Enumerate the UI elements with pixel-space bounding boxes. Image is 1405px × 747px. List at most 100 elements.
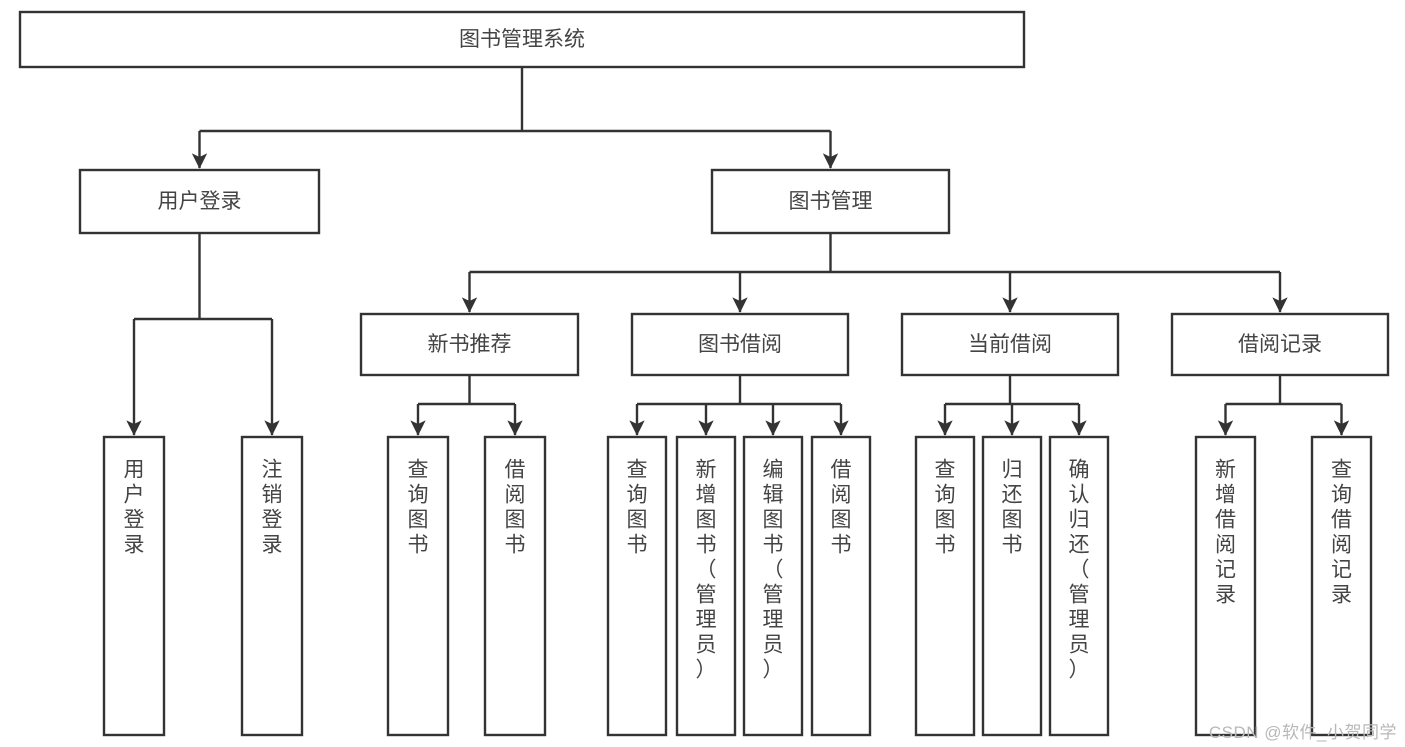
node-label-char: 销 <box>262 484 283 507</box>
node-label-char: 询 <box>408 484 429 507</box>
node-label-char: ） <box>696 659 717 682</box>
node-label-char: 书 <box>1002 534 1023 557</box>
node-label-char: 户 <box>124 484 145 507</box>
node-box[interactable] <box>630 312 850 377</box>
node-label-char: 图 <box>627 509 648 532</box>
node-label-char: 询 <box>627 484 648 507</box>
node-label-char: 登 <box>124 509 145 532</box>
node-box[interactable] <box>483 435 547 737</box>
node-label-char: 书 <box>831 534 852 557</box>
node-label-char: 阅 <box>505 484 526 507</box>
node-label-char: 理 <box>1069 609 1090 632</box>
node-label-char: 借 <box>505 459 526 482</box>
node-label-char: 管 <box>696 584 717 607</box>
node-label-char: 还 <box>1002 484 1023 507</box>
node-box[interactable] <box>78 168 321 235</box>
node-label-char: 书 <box>763 534 784 557</box>
node-label-char: 录 <box>1215 584 1236 607</box>
node-label-char: 归 <box>1002 459 1023 482</box>
node-label-char: 登 <box>262 509 283 532</box>
node-box[interactable] <box>1194 435 1257 737</box>
node-label-char: 记 <box>1331 559 1352 582</box>
node-label: 新书推荐 <box>428 333 512 356</box>
node-level2-用户登录[interactable]: 用户登录 <box>78 168 321 235</box>
node-root-图书管理系统[interactable]: 图书管理系统 <box>18 10 1026 69</box>
node-box[interactable] <box>710 168 951 235</box>
node-label: 当前借阅 <box>968 333 1052 356</box>
node-label-char: （ <box>696 559 717 582</box>
node-box[interactable] <box>914 435 976 737</box>
node-label-char: 增 <box>1215 484 1236 507</box>
node-box[interactable] <box>981 435 1043 737</box>
node-label-char: ） <box>763 659 784 682</box>
node-label: 图书借阅 <box>698 333 782 356</box>
node-label-char: 注 <box>262 459 283 482</box>
node-label-char: 认 <box>1069 484 1090 507</box>
node-label-char: 录 <box>262 534 283 557</box>
node-box[interactable] <box>606 435 668 737</box>
node-box[interactable] <box>742 435 804 737</box>
node-label: 用户登录 <box>158 190 242 213</box>
node-label-char: 理 <box>696 609 717 632</box>
node-label-char: 询 <box>935 484 956 507</box>
nodes-layer: 图书管理系统用户登录图书管理新书推荐图书借阅当前借阅借阅记录用户登录注销登录查询… <box>18 10 1390 737</box>
node-label-char: 图 <box>935 509 956 532</box>
node-label-char: 增 <box>696 484 717 507</box>
node-label-char: 图 <box>696 509 717 532</box>
node-label-char: 查 <box>627 459 648 482</box>
node-label-char: 编 <box>763 459 784 482</box>
node-label-char: 阅 <box>1215 534 1236 557</box>
node-label-char: 图 <box>1002 509 1023 532</box>
node-label-char: 录 <box>1331 584 1352 607</box>
node-box[interactable] <box>900 312 1120 377</box>
node-level3-借阅记录[interactable]: 借阅记录 <box>1170 312 1390 377</box>
node-label-char: 阅 <box>831 484 852 507</box>
node-label-char: 借 <box>1331 509 1352 532</box>
node-leaf-用户登录[interactable]: 用户登录 <box>102 435 166 737</box>
node-label-char: 借 <box>831 459 852 482</box>
node-box[interactable] <box>359 312 580 377</box>
node-box[interactable] <box>810 435 872 737</box>
node-label-char: 书 <box>505 534 526 557</box>
node-label-char: 查 <box>935 459 956 482</box>
node-level3-新书推荐[interactable]: 新书推荐 <box>359 312 580 377</box>
node-label-char: 图 <box>408 509 429 532</box>
node-label-char: 书 <box>627 534 648 557</box>
node-label-char: 询 <box>1331 484 1352 507</box>
node-box[interactable] <box>1048 435 1110 737</box>
connectors-layer <box>126 67 1350 436</box>
node-label-char: ） <box>1069 659 1090 682</box>
node-box[interactable] <box>240 435 304 737</box>
node-label: 借阅记录 <box>1238 333 1322 356</box>
node-box[interactable] <box>1310 435 1373 737</box>
node-label-char: （ <box>763 559 784 582</box>
node-box[interactable] <box>675 435 737 737</box>
node-label: 图书管理 <box>789 190 873 213</box>
node-label-char: 用 <box>124 459 145 482</box>
node-level3-当前借阅[interactable]: 当前借阅 <box>900 312 1120 377</box>
node-box[interactable] <box>18 10 1026 69</box>
node-box[interactable] <box>102 435 166 737</box>
node-label-char: 图 <box>763 509 784 532</box>
node-label-char: 查 <box>408 459 429 482</box>
node-label-char: 归 <box>1069 509 1090 532</box>
node-box[interactable] <box>386 435 450 737</box>
node-box[interactable] <box>1170 312 1390 377</box>
node-level2-图书管理[interactable]: 图书管理 <box>710 168 951 235</box>
node-label-char: 图 <box>505 509 526 532</box>
node-level3-图书借阅[interactable]: 图书借阅 <box>630 312 850 377</box>
